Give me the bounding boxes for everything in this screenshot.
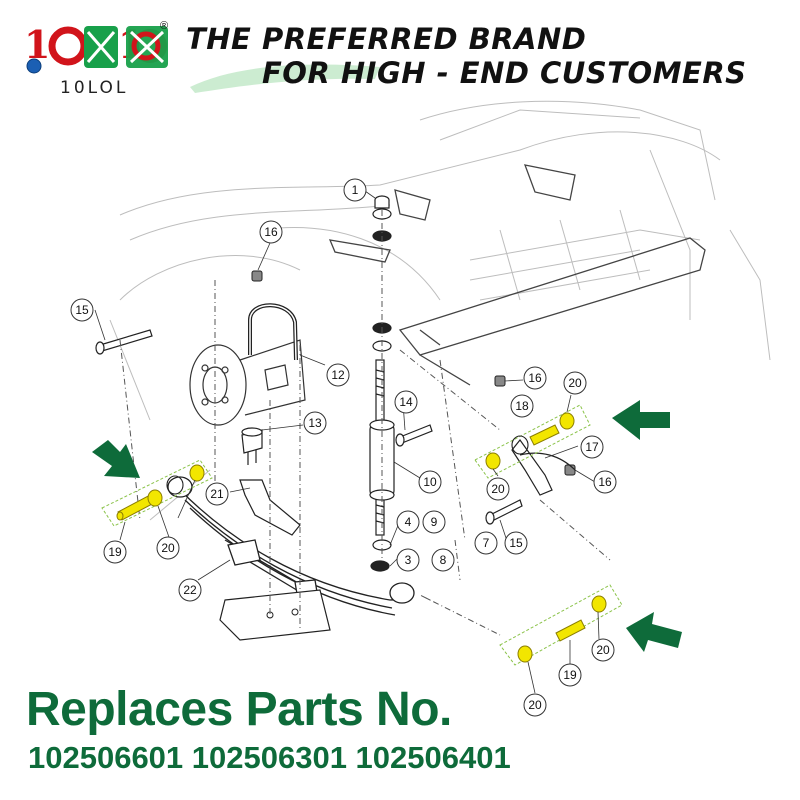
callout-circle [259, 220, 283, 244]
callout-c20e: 20 [523, 693, 547, 717]
callout-c15a: 15 [70, 298, 94, 322]
callout-number: 14 [399, 395, 413, 409]
callout-circle [593, 470, 617, 494]
callout-circle [580, 435, 604, 459]
callout-number: 22 [183, 583, 197, 597]
callout-circle [70, 298, 94, 322]
callout-circle [486, 477, 510, 501]
callout-number: 12 [331, 368, 345, 382]
callout-number: 4 [405, 515, 412, 529]
callout-number: 15 [75, 303, 89, 317]
callout-c19b: 19 [558, 663, 582, 687]
callout-number: 18 [515, 399, 529, 413]
callout-c1: 1 [343, 178, 367, 202]
callout-number: 21 [210, 487, 224, 501]
callout-c16c: 16 [593, 470, 617, 494]
callout-number: 20 [161, 541, 175, 555]
part-numbers: 102506601 102506301 102506401 [28, 740, 511, 775]
callout-number: 17 [585, 440, 599, 454]
registered-mark: ® [160, 20, 169, 32]
brand-logo: 1 1 [24, 22, 168, 74]
callout-c20c: 20 [156, 536, 180, 560]
callout-number: 8 [440, 553, 447, 567]
tagline-line-2: FOR HIGH - END CUSTOMERS [262, 56, 747, 90]
callout-circle [343, 178, 367, 202]
callout-circle [103, 540, 127, 564]
callout-c3: 3 [396, 548, 420, 572]
callout-c16b: 16 [523, 366, 547, 390]
callout-number: 16 [264, 225, 278, 239]
callout-circle [558, 663, 582, 687]
callout-number: 9 [431, 515, 438, 529]
callout-circle [178, 578, 202, 602]
callout-c10: 10 [418, 470, 442, 494]
callout-c20a: 20 [563, 371, 587, 395]
callout-circle [431, 548, 455, 572]
callout-number: 19 [108, 545, 122, 559]
callout-c21: 21 [205, 482, 229, 506]
callout-circle [418, 470, 442, 494]
callout-circle [326, 363, 350, 387]
callout-circle [523, 366, 547, 390]
logo-text: 10LOL [60, 78, 129, 98]
callout-circle [394, 390, 418, 414]
callout-number: 20 [596, 643, 610, 657]
callout-circle [422, 510, 446, 534]
callout-c20d: 20 [591, 638, 615, 662]
callout-circle [205, 482, 229, 506]
callout-circle [474, 531, 498, 555]
callout-circle [591, 638, 615, 662]
callout-circle [396, 510, 420, 534]
callout-circle [156, 536, 180, 560]
callout-circle [303, 411, 327, 435]
callout-c17: 17 [580, 435, 604, 459]
callout-c20b: 20 [486, 477, 510, 501]
callout-c4: 4 [396, 510, 420, 534]
callout-c9: 9 [422, 510, 446, 534]
callout-number: 20 [491, 482, 505, 496]
callout-c13: 13 [303, 411, 327, 435]
replaces-heading: Replaces Parts No. [26, 683, 452, 736]
callout-number: 16 [528, 371, 542, 385]
callout-c8: 8 [431, 548, 455, 572]
callout-circle [510, 394, 534, 418]
callout-c15b: 15 [504, 531, 528, 555]
callout-number: 13 [308, 416, 322, 430]
callout-number: 10 [423, 475, 437, 489]
tagline-line-1: THE PREFERRED BRAND [186, 22, 587, 56]
callout-c14: 14 [394, 390, 418, 414]
callout-c7: 7 [474, 531, 498, 555]
callout-circle [523, 693, 547, 717]
callout-circle [396, 548, 420, 572]
callout-number: 19 [563, 668, 577, 682]
callout-circle [504, 531, 528, 555]
callout-circle [563, 371, 587, 395]
callout-number: 20 [568, 376, 582, 390]
callout-c22: 22 [178, 578, 202, 602]
callout-number: 3 [405, 553, 412, 567]
callout-c16a: 16 [259, 220, 283, 244]
callout-c12: 12 [326, 363, 350, 387]
callout-number: 7 [483, 536, 490, 550]
callout-number: 20 [528, 698, 542, 712]
callout-number: 15 [509, 536, 523, 550]
callout-c18: 18 [510, 394, 534, 418]
callout-number: 1 [352, 183, 359, 197]
green-brush-stroke [190, 64, 380, 93]
callout-c19a: 19 [103, 540, 127, 564]
callout-number: 16 [598, 475, 612, 489]
